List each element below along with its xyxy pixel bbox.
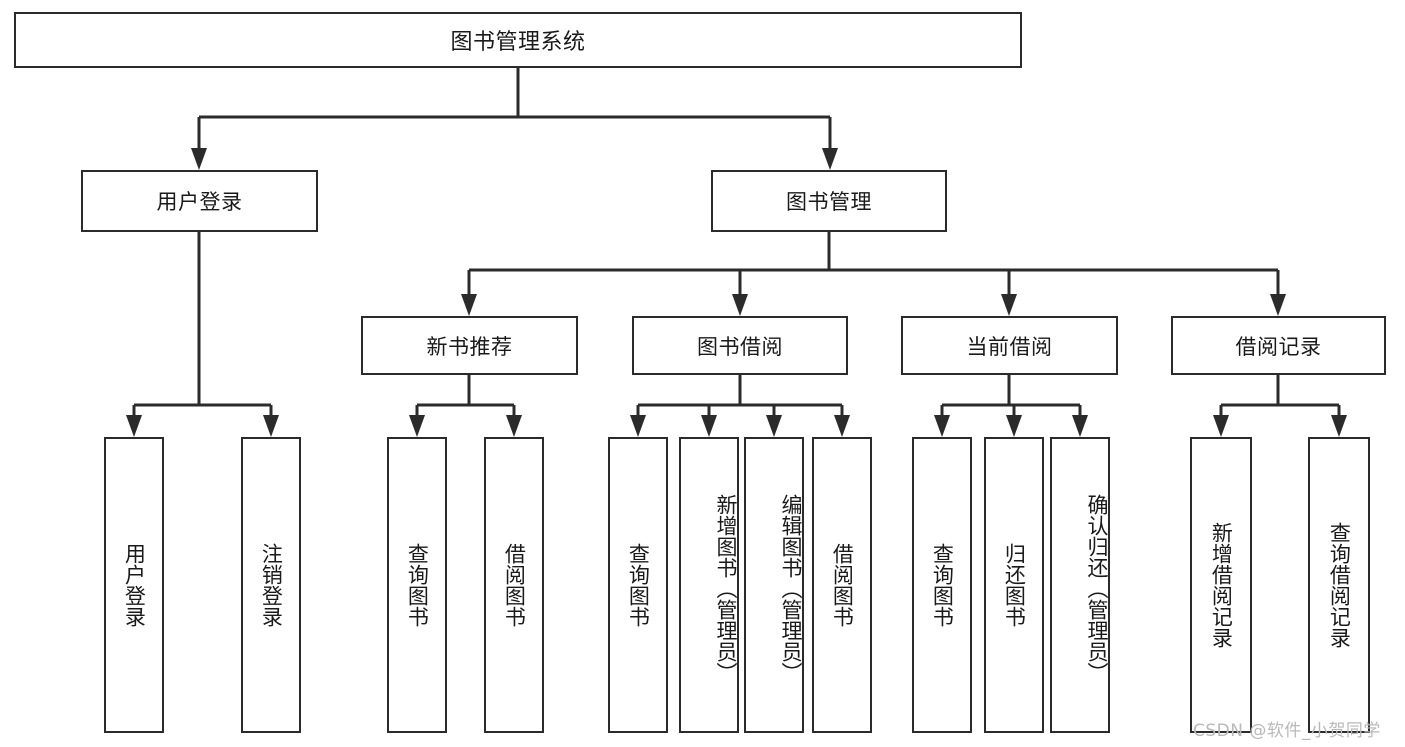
leaf-user-logout[interactable]: 注销登录	[241, 437, 301, 733]
leaf-newbook-borrow-book-label: 借阅图书	[502, 543, 527, 627]
node-new-book-recommendation-label: 新书推荐	[426, 334, 513, 359]
leaf-borrow-query-book-label: 查询图书	[626, 543, 651, 627]
leaf-borrow-borrow-book[interactable]: 借阅图书	[812, 437, 872, 733]
leaf-current-return-book[interactable]: 归还图书	[984, 437, 1044, 733]
leaf-newbook-borrow-book[interactable]: 借阅图书	[484, 437, 544, 733]
node-new-book-recommendation[interactable]: 新书推荐	[361, 316, 578, 375]
leaf-current-confirm-return-admin[interactable]: 确认归还（管理员）	[1050, 437, 1110, 733]
leaf-borrow-edit-book-admin[interactable]: 编辑图书（管理员）	[744, 437, 804, 733]
leaf-user-login-label: 用户登录	[122, 543, 147, 627]
node-user-login[interactable]: 用户登录	[81, 170, 318, 232]
leaf-user-logout-label: 注销登录	[259, 543, 284, 627]
node-book-borrowing-label: 图书借阅	[697, 334, 783, 359]
csdn-watermark: CSDN @软件_小贺同学	[1193, 721, 1381, 741]
node-book-management-label: 图书管理	[786, 190, 872, 214]
leaf-user-login[interactable]: 用户登录	[104, 437, 164, 733]
leaf-record-add-record[interactable]: 新增借阅记录	[1190, 437, 1252, 733]
leaf-current-return-book-label: 归还图书	[1002, 543, 1027, 627]
leaf-record-query-record[interactable]: 查询借阅记录	[1308, 437, 1370, 733]
leaf-borrow-add-book-admin-label: 新增图书（管理员）	[714, 493, 738, 683]
node-root-label: 图书管理系统	[450, 30, 586, 55]
leaf-newbook-query-book-label: 查询图书	[405, 543, 430, 627]
node-book-management[interactable]: 图书管理	[711, 170, 947, 232]
node-current-borrowing-label: 当前借阅	[966, 334, 1053, 359]
node-user-login-label: 用户登录	[156, 190, 243, 214]
leaf-newbook-query-book[interactable]: 查询图书	[387, 437, 447, 733]
node-book-borrowing[interactable]: 图书借阅	[632, 316, 848, 375]
leaf-borrow-edit-book-admin-label: 编辑图书（管理员）	[779, 493, 803, 683]
node-borrowing-record[interactable]: 借阅记录	[1171, 316, 1386, 375]
leaf-current-confirm-return-admin-label: 确认归还（管理员）	[1085, 493, 1109, 683]
leaf-current-query-book-label: 查询图书	[930, 543, 955, 627]
node-borrowing-record-label: 借阅记录	[1235, 334, 1322, 359]
leaf-borrow-borrow-book-label: 借阅图书	[830, 543, 855, 627]
node-root[interactable]: 图书管理系统	[14, 12, 1022, 68]
leaf-borrow-add-book-admin[interactable]: 新增图书（管理员）	[679, 437, 739, 733]
leaf-record-query-record-label: 查询借阅记录	[1327, 522, 1352, 648]
node-current-borrowing[interactable]: 当前借阅	[901, 316, 1118, 375]
leaf-borrow-query-book[interactable]: 查询图书	[608, 437, 668, 733]
leaf-record-add-record-label: 新增借阅记录	[1209, 522, 1234, 648]
leaf-current-query-book[interactable]: 查询图书	[912, 437, 972, 733]
